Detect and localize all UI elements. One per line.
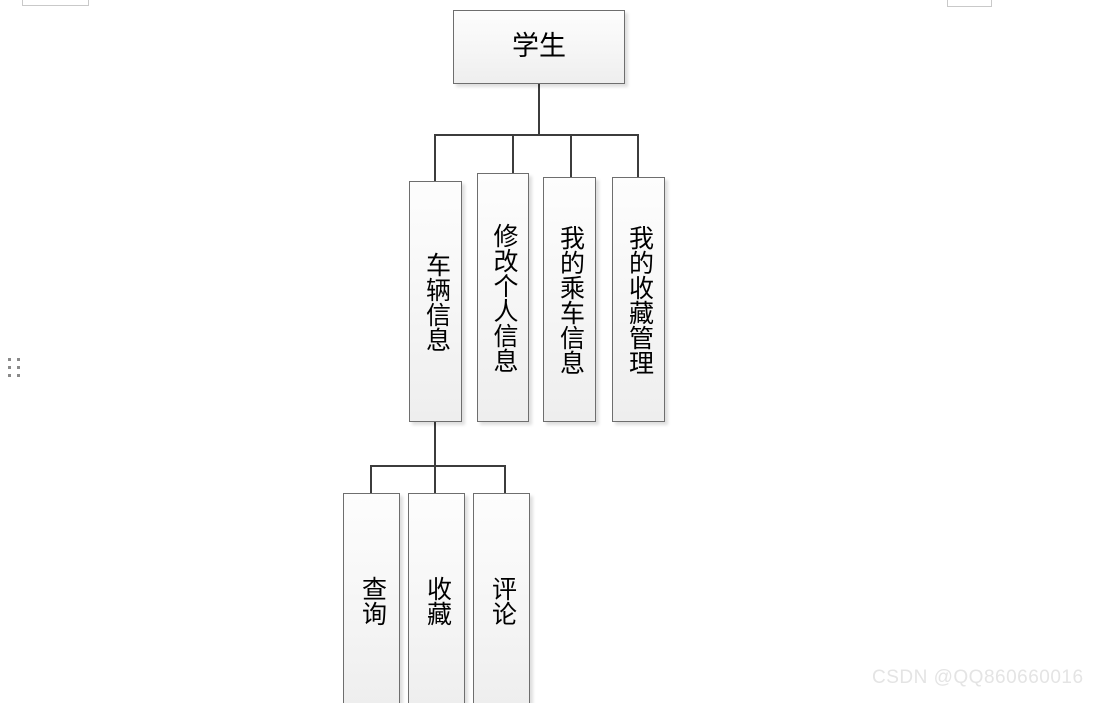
connector-mid-stem [434,422,436,494]
connector-drop-level2-1 [512,135,514,174]
node-edit-personal-info[interactable]: 修改个人信息 [477,173,529,422]
node-query[interactable]: 查询 [343,493,400,703]
grip-dot [8,366,11,369]
connector-root-stem [538,84,540,136]
clipped-box-left [22,0,89,6]
node-my-favorites-management-label: 我的收藏管理 [625,224,653,375]
node-favorite-label: 收藏 [423,575,451,626]
connector-drop-level3-0 [370,466,372,494]
connector-drop-level3-2 [504,466,506,494]
node-comment-label: 评论 [488,575,516,626]
connector-drop-level2-0 [434,135,436,182]
node-my-favorites-management[interactable]: 我的收藏管理 [612,177,665,422]
grip-dot [17,374,20,377]
connector-bar-level3 [370,465,506,467]
grip-dot [8,358,11,361]
clipped-box-right [947,0,992,7]
node-my-ride-info-label: 我的乘车信息 [556,224,584,375]
node-edit-personal-info-label: 修改个人信息 [490,222,517,373]
node-query-label: 查询 [358,575,386,626]
grip-dot [17,366,20,369]
node-root-student[interactable]: 学生 [453,10,625,84]
connector-drop-level2-2 [570,135,572,178]
grip-dot [17,358,20,361]
grip-dot [8,374,11,377]
node-vehicle-info-label: 车辆信息 [422,251,450,352]
connector-bar-level2 [434,134,639,136]
node-my-ride-info[interactable]: 我的乘车信息 [543,177,596,422]
connector-drop-level3-1 [434,466,436,494]
node-favorite[interactable]: 收藏 [408,493,465,703]
connector-drop-level2-3 [637,135,639,178]
watermark-text: CSDN @QQ860660016 [872,667,1084,688]
drag-grip-handle[interactable] [8,358,20,377]
node-comment[interactable]: 评论 [473,493,530,703]
node-root-label: 学生 [512,31,566,62]
node-vehicle-info[interactable]: 车辆信息 [409,181,462,422]
